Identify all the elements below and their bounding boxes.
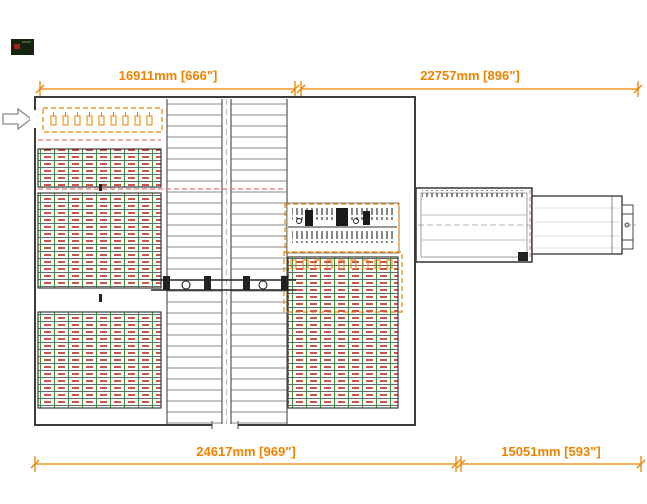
door-gap-bottom [212, 420, 238, 430]
dimension-top-left: 16911mm [666"] [35, 68, 300, 97]
conveyor-lane-right [230, 99, 288, 424]
cross-conveyor [151, 276, 296, 291]
dimension-label-top-right: 22757mm [896"] [420, 68, 519, 83]
dimension-bottom-left: 24617mm [969"] [30, 444, 461, 472]
rack-block-mid-left [37, 192, 162, 289]
conveyor-lane-left [166, 99, 223, 424]
rack-block-bottom-left [37, 311, 162, 409]
rack-block-top-left [37, 148, 162, 188]
dimension-label-bottom-right: 15051mm [593"] [501, 444, 600, 459]
vendor-logo-icon [11, 39, 34, 55]
rack-block-right [283, 251, 403, 409]
infeed-arrow-icon [2, 107, 33, 131]
section-marker-2 [99, 294, 102, 302]
rack-right-highlight [283, 251, 403, 313]
section-marker-1 [99, 184, 102, 191]
dimension-label-top-left: 16911mm [666"] [119, 68, 218, 83]
dimension-top-right: 22757mm [896"] [296, 68, 643, 97]
staging-area-highlight [42, 107, 163, 133]
machine-center [284, 202, 400, 254]
dimension-bottom-right: 15051mm [593"] [456, 444, 646, 472]
door-gap-left [30, 110, 40, 128]
machine-right-outfeed [531, 195, 634, 255]
dimension-label-bottom-left: 24617mm [969"] [196, 444, 295, 459]
